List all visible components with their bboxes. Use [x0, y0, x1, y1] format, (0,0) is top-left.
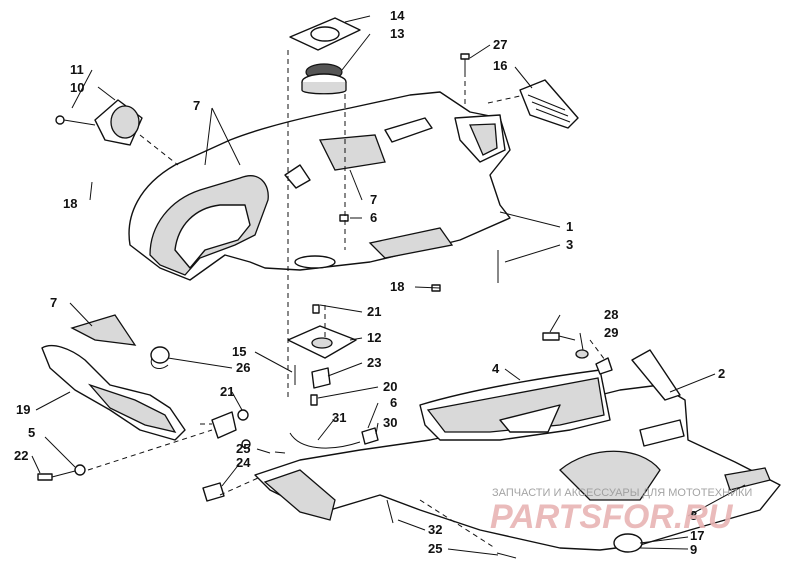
callout-12: 12: [367, 330, 381, 345]
callout-3: 3: [566, 237, 573, 252]
callout-10: 10: [70, 80, 84, 95]
alignment-lines: [87, 50, 606, 549]
gauge-plate-part: [289, 17, 361, 51]
watermark-logo: PARTSFOR.RU: [490, 498, 734, 536]
callout-14: 14: [390, 8, 405, 23]
cable-part: [289, 432, 361, 449]
callout-7-top: 7: [193, 98, 200, 113]
callout-9: 9: [690, 542, 697, 557]
callout-21-lower: 21: [220, 384, 234, 399]
callout-1: 1: [566, 219, 573, 234]
callout-7-console: 7: [370, 192, 377, 207]
tether-clip-part: [150, 346, 170, 369]
callout-29: 29: [604, 325, 618, 340]
callout-23: 23: [367, 355, 381, 370]
watermark-tagline: ЗАПЧАСТИ И АКСЕССУАРЫ ДЛЯ МОТОТЕХНИКИ: [492, 487, 752, 499]
callout-30: 30: [383, 415, 397, 430]
callout-labels: 14 13 11 10 7 18 7 6 1 3 27 16 18 21 12 …: [14, 8, 725, 557]
bolt-washer-part: [542, 332, 613, 375]
watermark: ЗАПЧАСТИ И АКСЕССУАРЫ ДЛЯ МОТОТЕХНИКИ PA…: [490, 487, 752, 536]
callout-4: 4: [492, 361, 500, 376]
callout-24: 24: [236, 455, 251, 470]
leader-lines: [31, 15, 746, 556]
callout-25-left: 25: [236, 441, 250, 456]
callout-20: 20: [383, 379, 397, 394]
callout-22: 22: [14, 448, 28, 463]
trim-strip-part: [70, 314, 137, 346]
callout-27: 27: [493, 37, 507, 52]
callout-18-left: 18: [63, 196, 77, 211]
callout-2: 2: [718, 366, 725, 381]
callout-13: 13: [390, 26, 404, 41]
headlight-bulb-part: [55, 99, 143, 146]
callout-25-bottom: 25: [428, 541, 442, 556]
callout-32: 32: [428, 522, 442, 537]
callout-15: 15: [232, 344, 246, 359]
grommet-part: [301, 63, 347, 95]
callout-16: 16: [493, 58, 507, 73]
bracket-part: [37, 409, 251, 481]
screw-part: [460, 53, 470, 72]
callout-17: 17: [690, 528, 704, 543]
callout-28: 28: [604, 307, 618, 322]
bumper-part: [41, 344, 186, 441]
callout-6-upper: 6: [370, 210, 377, 225]
mounting-plate-part: [287, 304, 357, 359]
callout-5: 5: [28, 425, 35, 440]
callout-18-center: 18: [390, 279, 404, 294]
callout-26: 26: [236, 360, 250, 375]
vent-grille-part: [519, 79, 579, 129]
latch-clip-part: [202, 482, 225, 502]
lower-hood-part: [254, 349, 781, 553]
callout-7-left: 7: [50, 295, 57, 310]
callout-8: 8: [690, 508, 697, 523]
upper-console-part: [128, 91, 511, 281]
callout-31: 31: [332, 410, 346, 425]
callout-21-upper: 21: [367, 304, 381, 319]
callout-6-lower: 6: [390, 395, 397, 410]
callout-11: 11: [70, 62, 84, 77]
callout-19: 19: [16, 402, 30, 417]
